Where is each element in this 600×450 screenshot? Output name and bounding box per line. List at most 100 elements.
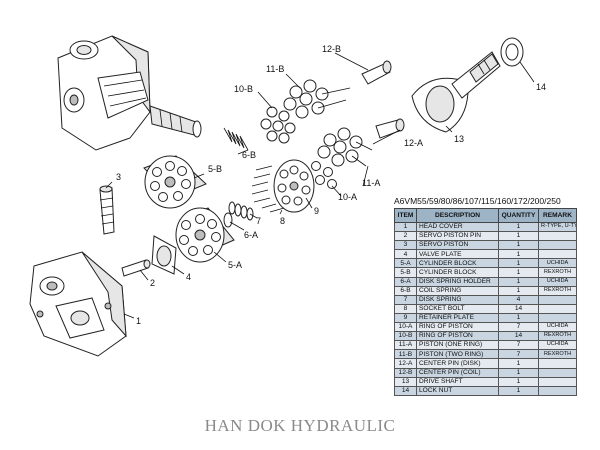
cell-remark: REXROTH [538,285,577,296]
cell-item: 3 [394,240,417,251]
cell-remark: UCHIDA [538,276,577,287]
callout-4: 4 [186,272,191,282]
cell-item: 13 [394,376,417,387]
cell-remark: REXROTH [538,349,577,360]
pistons-one-ring [317,127,373,167]
pistons-two-ring [283,79,351,119]
cell-quantity: 1 [498,312,539,324]
cell-quantity: 4 [498,294,539,305]
cell-item: 4 [394,249,417,260]
header-item: ITEM [394,208,417,223]
callout-14: 14 [536,82,546,92]
cell-quantity: 1 [498,221,539,233]
cell-remark: UCHIDA [538,322,577,333]
callout-6-a: 6-A [244,230,258,240]
callout-5-a: 5-A [228,260,242,270]
cell-item: 5-A [394,258,417,269]
cell-item: 10-A [394,322,417,333]
header-description: DESCRIPTION [416,208,499,223]
cell-item: 10-B [394,331,417,342]
cell-item: 6-A [394,276,417,287]
valve-plate [151,235,177,275]
rings-of-piston-rexroth [260,106,296,144]
cell-description: SERVO PISTON [416,240,499,251]
cell-description: RING OF PISTON [416,322,499,333]
cell-description: DISK SPRING [416,294,499,305]
cell-item: 11-B [394,349,417,360]
cell-remark [538,367,577,378]
cell-quantity: 1 [498,267,539,278]
brand-watermark: HAN DOK HYDRAULIC [204,416,396,435]
callout-3: 3 [116,172,121,182]
cell-remark: UCHIDA [538,340,577,351]
callout-12-b: 12-B [322,44,341,54]
cell-remark: UCHIDA [538,258,577,269]
cell-description: VALVE PLATE [416,249,499,260]
cell-remark [538,231,577,242]
cell-item: 7 [394,294,417,305]
cell-remark [538,249,577,260]
callout-11-a: 11-A [362,178,380,188]
upper-pump-housing [57,35,202,151]
cell-quantity: 1 [498,258,539,269]
cell-remark [538,376,577,387]
callout-7: 7 [256,216,261,226]
socket-bolts [251,165,285,213]
cell-item: 11-A [394,340,417,351]
cell-remark [538,240,577,251]
cell-description: CYLINDER BLOCK [416,267,499,278]
cell-description: CYLINDER BLOCK [416,258,499,269]
cell-quantity: 14 [498,303,539,314]
callout-11-b: 11-B [266,64,284,74]
cell-remark [538,358,577,369]
cell-quantity: 1 [498,367,539,378]
callout-5-b: 5-B [208,164,222,174]
coil-spring [223,127,249,151]
cell-description: PISTON (TWO RING) [416,349,499,360]
cell-remark [538,385,577,396]
cell-description: COIL SPRING [416,285,499,296]
parts-table-header: ITEM DESCRIPTION QUANTITY REMARK [394,208,577,223]
callout-12-a: 12-A [404,138,423,148]
callout-1: 1 [136,316,141,326]
cell-remark [538,312,577,324]
cell-description: DISK SPRING HOLDER [416,276,499,287]
cell-item: 12-A [394,358,417,369]
cell-description: SOCKET BOLT [416,303,499,314]
cell-quantity: 1 [498,385,539,396]
cell-remark: R-TYPE, U-TYPE [538,221,577,233]
cell-remark: REXROTH [538,331,577,342]
callout-10-a: 10-A [338,192,357,202]
disk-spring-holder [223,212,233,228]
lock-nut [500,37,524,67]
callout-13: 13 [454,134,464,144]
callout-6-b: 6-B [242,150,256,160]
disk-springs [228,201,254,221]
servo-piston [99,185,115,235]
callout-8: 8 [280,216,285,226]
cylinder-block-uchida [175,207,235,263]
cell-item: 5-B [394,267,417,278]
cell-description: LOCK NUT [416,385,499,396]
retainer-plate [273,159,315,213]
cell-quantity: 7 [498,340,539,351]
cell-quantity: 7 [498,322,539,333]
leader-lines [105,52,535,319]
cell-item: 6-B [394,285,417,296]
cell-item: 8 [394,303,417,314]
cell-description: CENTER PIN (DISK) [416,358,499,369]
center-pin-coil [361,60,392,85]
header-quantity: QUANTITY [498,208,539,223]
